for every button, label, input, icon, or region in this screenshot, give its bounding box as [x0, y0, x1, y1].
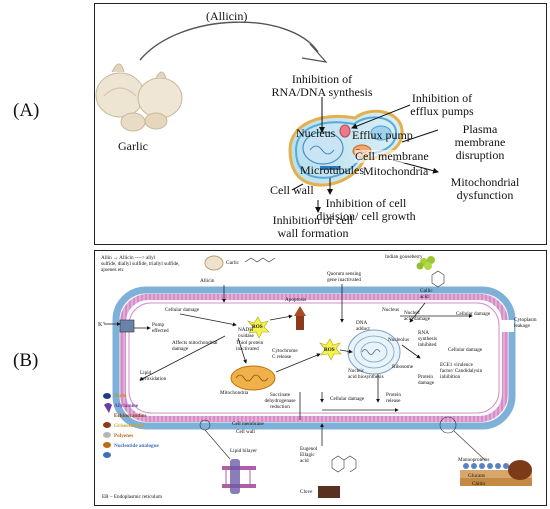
dna-adduct-label: DNA adduct: [356, 320, 370, 332]
thiol-label: Thiol protein inactivated: [236, 340, 264, 352]
cytoplasm-leakage: Cytoplasm leakage: [514, 317, 537, 329]
nucleus-label: Nucleus: [296, 126, 336, 140]
cyto-c-label: Cytochrome C release: [272, 348, 298, 360]
mitochondria-shape: [230, 365, 276, 391]
efflux-pump-label: Efflux pump: [352, 128, 413, 142]
efflux-pump-shape: [339, 124, 351, 138]
cell-wall-b-label: Cell wall: [236, 429, 255, 435]
protein-damage-label: Protein damage: [418, 374, 435, 386]
garlic-image: [95, 63, 183, 132]
drug-legend: Azole Allylamine Echinocandins Griseoful…: [114, 393, 159, 453]
nucleic-bio-label: Nucleic acid biosynthesis: [348, 368, 384, 380]
panel-b-label: (B): [13, 350, 39, 371]
mannoproteins-label: Mannoproteins: [458, 457, 490, 463]
gooseberry-thumb: [416, 256, 435, 270]
panel-a-diagram: [95, 21, 439, 213]
panel-a-label: (A): [13, 100, 40, 121]
mitochondria-b-label: Mitochondria: [220, 390, 249, 396]
cell-membrane-b-label: Cell membrane: [232, 421, 264, 427]
plasma-label: Plasma membrane disruption: [454, 122, 506, 162]
allin-pathway-text: Allin → Allicin ----> allyl sulfide, dia…: [101, 255, 180, 273]
cell-wall-label: Cell wall: [270, 183, 314, 197]
microtubules-shape: [320, 166, 340, 170]
cellular-damage-4: Cellular damage: [330, 396, 365, 402]
rna-dna-label: Inhibition of RNA/DNA synthesis: [271, 72, 373, 99]
pump-effected: Pump effected: [152, 322, 169, 334]
glucans-label: Glucans: [468, 473, 485, 479]
cellular-damage-1: Cellular damage: [165, 307, 200, 313]
legend-griseofulvine: Griseofulvine: [114, 423, 144, 429]
rna-inhib-label: RNA synthesis inhibited: [418, 330, 438, 348]
efflux-inhib-label: Inhibition of efflux pumps: [410, 91, 474, 118]
wall-structure-glyph: [439, 416, 532, 486]
legend-echinocandins: Echinocandins: [114, 413, 147, 419]
apoptosis-label: Apoptosis: [285, 297, 307, 303]
quorum-label: Quorum sensing gene inactivated: [326, 271, 362, 283]
chitin-label: Chitin: [472, 481, 485, 487]
gallic-label: Gallic acid: [420, 288, 433, 300]
panel-b-frame: [94, 250, 547, 506]
cell-membrane-label: Cell membrane: [355, 149, 429, 163]
er-note: ER – Endoplasmic reticulum: [102, 494, 163, 500]
k-ion-label: K⁺: [98, 322, 106, 328]
garlic-b-label: Garlic: [226, 260, 239, 266]
gooseberry-label: Indian gooseberry: [385, 254, 423, 260]
microtubules-label: Microtubules: [300, 163, 364, 177]
nucleolus-label: Nucleolus: [388, 337, 410, 343]
ros-2-label: ROS: [324, 347, 335, 353]
garlic-label: Garlic: [118, 139, 148, 153]
clove-label: Clove: [300, 489, 313, 495]
wall-formation-label: Inhibition of cell wall formation: [272, 213, 354, 240]
mitochondria-label: Mitochondria: [363, 164, 429, 178]
legend-nucleotide: Nucleotide analogue: [114, 443, 159, 449]
division-label: Inhibition of cell division/ cell growth: [316, 196, 416, 223]
affects-mito: Affects mitochondrial damage: [172, 340, 218, 352]
nucleus-shape: [347, 329, 401, 375]
apoptosis-shape: [294, 306, 306, 330]
lipid-perox: Lipid peroxidation: [140, 370, 167, 382]
cellular-damage-2: Cellular damage: [456, 311, 491, 317]
cellular-damage-3: Cellular damage: [448, 347, 483, 353]
succinate-label: Succinate dehydrogenase reduction: [264, 392, 296, 410]
ribosome-label: Ribosome: [392, 364, 414, 370]
nadh-label: NADH oxidase: [238, 327, 254, 339]
ros-1-label: ROS: [252, 324, 263, 330]
eugenol-label: Eugenol Ellagic acid: [300, 446, 318, 464]
yeast-cell: [288, 109, 404, 187]
legend-allylamine: Allylamine: [114, 403, 139, 409]
allicin-b-label: Allicin: [200, 278, 215, 284]
protein-release-label: Protein release: [386, 392, 401, 404]
legend-polyenes: Polyenes: [114, 433, 134, 439]
nucleic-damage-label: Nucleic acid damage: [404, 310, 431, 322]
allicin-label: (Allicin): [206, 9, 248, 23]
nucleus-b-label: Nucleus: [382, 307, 399, 313]
allicin-arrow: [139, 21, 319, 61]
ece1-label: ECE1 virulence factor/ Candidalysin inhi…: [440, 362, 483, 380]
ros-burst-2: [319, 338, 342, 361]
legend-icons: [103, 393, 112, 458]
clove-thumb: [318, 486, 340, 498]
lipid-bilayer-label: Lipid bilayer: [230, 448, 257, 454]
legend-azole: Azole: [114, 393, 127, 399]
garlic-thumb: [204, 255, 224, 271]
lipid-bilayer-glyph: [199, 419, 256, 494]
ros-burst-1: [247, 316, 270, 339]
panel-a-frame: [94, 3, 547, 245]
mito-dys-label: Mitochondrial dysfunction: [450, 175, 520, 202]
